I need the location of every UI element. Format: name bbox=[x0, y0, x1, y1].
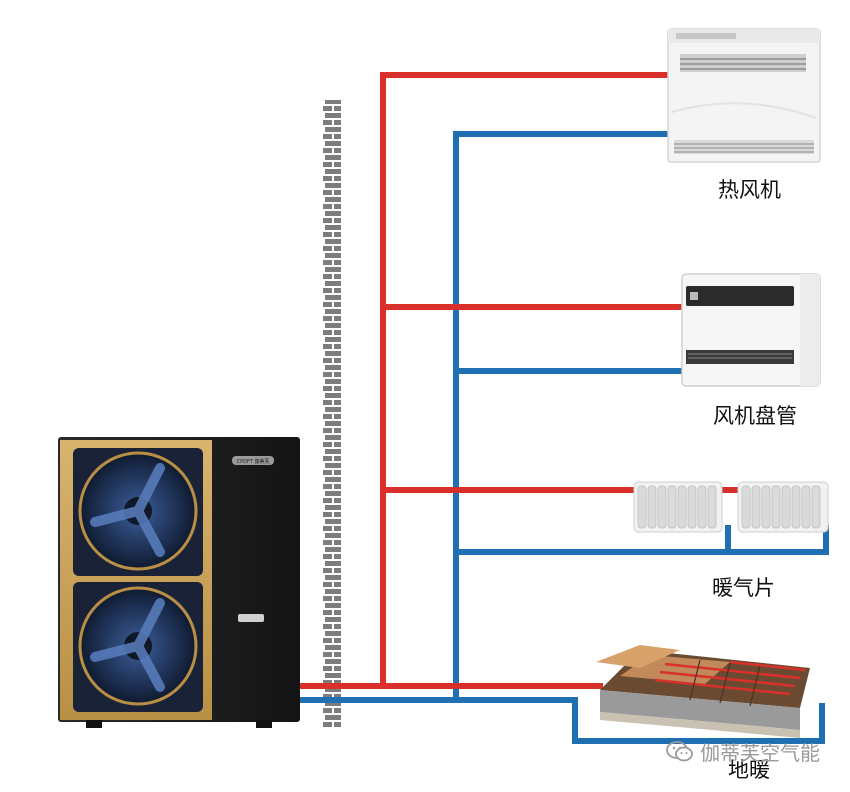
brick-wall bbox=[323, 100, 341, 728]
hot-air-unit-image bbox=[667, 28, 821, 163]
heat-pump-unit: CPDFT 伽蒂芙 bbox=[58, 437, 300, 728]
radiator-left-image bbox=[633, 481, 723, 533]
return-pipes bbox=[297, 131, 829, 744]
floor-heating-image bbox=[596, 645, 810, 738]
service-handle bbox=[238, 614, 264, 622]
brand-badge-text: CPDFT 伽蒂芙 bbox=[237, 458, 270, 465]
label-hot-air-unit: 热风机 bbox=[718, 178, 781, 202]
supply-pipes bbox=[297, 72, 741, 689]
return-line-floor bbox=[297, 697, 825, 744]
label-floor-heating: 地暖 bbox=[728, 758, 770, 782]
brand-badge bbox=[232, 456, 274, 465]
watermark: 伽蒂芙空气能 bbox=[666, 737, 820, 766]
label-fan-coil: 风机盘管 bbox=[713, 404, 797, 428]
watermark-text: 伽蒂芙空气能 bbox=[700, 741, 820, 765]
label-radiator: 暖气片 bbox=[712, 576, 775, 600]
radiator-right-image bbox=[737, 481, 829, 533]
fan-coil-image bbox=[681, 273, 821, 387]
wechat-icon bbox=[666, 740, 693, 761]
return-line-radiator bbox=[453, 525, 829, 555]
